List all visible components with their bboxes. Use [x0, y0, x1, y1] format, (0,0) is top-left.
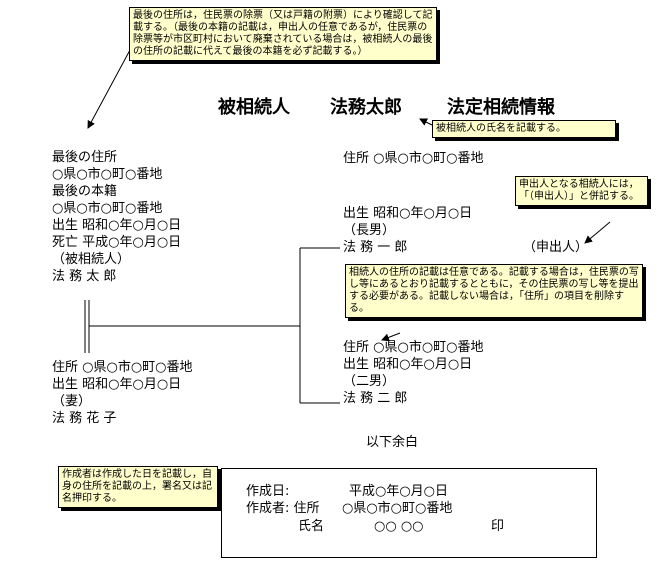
note-applicant: 申出人となる相続人には，「（申出人）」と併記する。	[515, 176, 648, 206]
spouse-birth: 出生 昭和○年○月○日	[52, 377, 182, 392]
creator-name-label: 氏名	[298, 519, 325, 534]
son2-name: 法 務 二 郎	[343, 391, 408, 406]
spouse-role: （妻）	[52, 394, 92, 409]
spouse-address: 住所 ○県○市○町○番地	[52, 360, 193, 375]
son1-birth: 出生 昭和○年○月○日	[343, 206, 473, 221]
deceased-last-domicile-label: 最後の本籍	[52, 184, 118, 199]
deceased-role: （被相続人）	[52, 252, 131, 267]
creator-address-label: 作成者: 住所	[246, 501, 320, 516]
seal-mark: 印	[491, 519, 505, 534]
title-deceased-label: 被相続人	[218, 97, 290, 118]
deceased-last-domicile: ○県○市○町○番地	[52, 201, 163, 216]
deceased-birth: 出生 昭和○年○月○日	[52, 218, 182, 233]
deceased-death: 死亡 平成○年○月○日	[52, 235, 182, 250]
son1-role: （長男）	[343, 223, 396, 238]
creation-date-label: 作成日:	[246, 484, 290, 499]
name-note-arrow	[419, 118, 433, 126]
deceased-last-address: ○県○市○町○番地	[52, 167, 163, 182]
spouse-name: 法 務 花 子	[52, 411, 117, 426]
note-deceased-name: 被相続人の氏名を記載する。	[432, 120, 616, 138]
son1-block: 出生 昭和○年○月○日 （長男） 法 務 一 郎	[343, 205, 472, 256]
creation-date-value: 平成○年○月○日	[349, 484, 449, 499]
son1-applicant-tag: （申出人）	[523, 240, 589, 255]
deceased-name: 法 務 太 郎	[52, 269, 117, 284]
son1-address: 住所 ○県○市○町○番地	[343, 151, 484, 166]
note-heir-address: 相続人の住所の記載は任意である。記載する場合は，住民票の写し等にあるとおり記載す…	[345, 264, 643, 318]
son2-birth: 出生 昭和○年○月○日	[343, 357, 473, 372]
son2-role: （二男）	[343, 374, 396, 389]
son1-name: 法 務 一 郎	[343, 240, 408, 255]
top-note-arrow	[87, 49, 131, 129]
title-document-name: 法定相続情報	[447, 97, 555, 118]
spouse-block: 住所 ○県○市○町○番地 出生 昭和○年○月○日 （妻） 法 務 花 子	[52, 359, 193, 427]
deceased-block: 最後の住所 ○県○市○町○番地 最後の本籍 ○県○市○町○番地 出生 昭和○年○…	[52, 149, 181, 285]
deceased-last-address-label: 最後の住所	[52, 150, 118, 165]
son2-block: 住所 ○県○市○町○番地 出生 昭和○年○月○日 （二男） 法 務 二 郎	[343, 339, 484, 407]
applicant-note-arrow	[584, 221, 611, 244]
son2-address: 住所 ○県○市○町○番地	[343, 340, 484, 355]
note-last-address: 最後の住所は，住民票の除票（又は戸籍の附票）により確認して記載する。（最後の本籍…	[129, 7, 437, 61]
creator-address-value: ○県○市○町○番地	[342, 501, 453, 516]
address-note-arrow	[381, 332, 401, 342]
remaining-blank-text: 以下余白	[366, 435, 419, 450]
note-creator: 作成者は作成した日を記載し，自身の住所を記載の上，署名又は記名押印する。	[58, 466, 218, 508]
title-deceased-name: 法務太郎	[330, 97, 402, 118]
signature-box: 作成日: 平成○年○月○日 作成者: 住所 ○県○市○町○番地 氏名 ○○ ○○…	[221, 468, 597, 558]
creator-name-value: ○○ ○○	[374, 519, 424, 534]
